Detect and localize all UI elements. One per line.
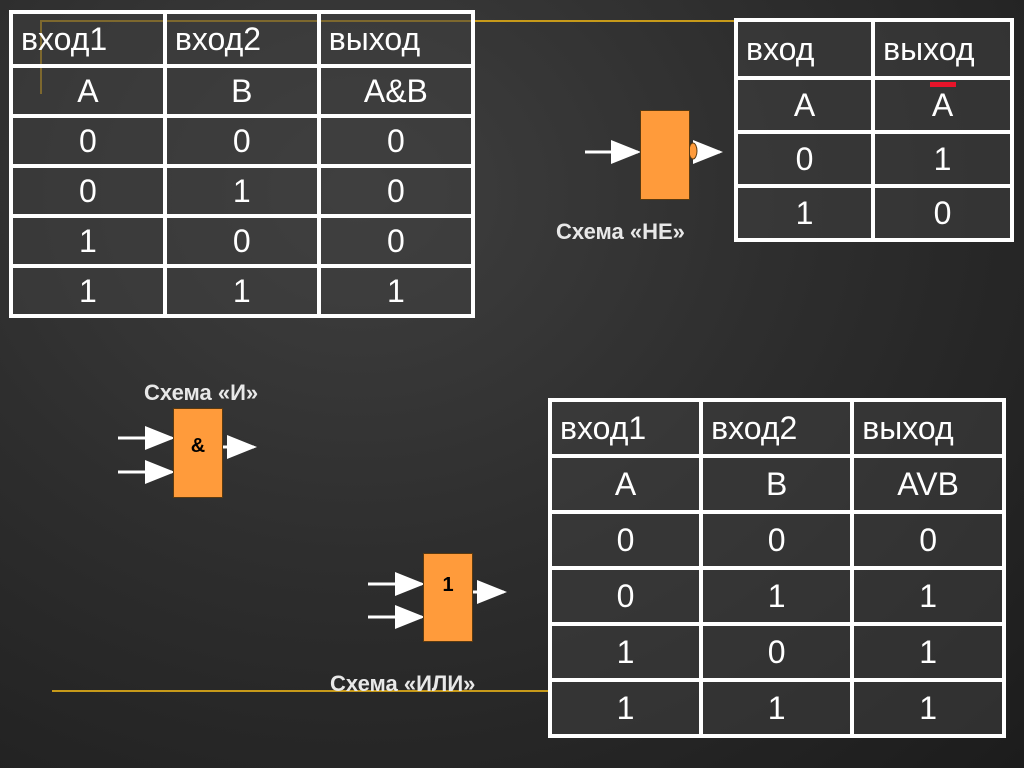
table-cell: A	[9, 64, 167, 118]
table-row: 1 0 0	[9, 214, 476, 268]
table-cell: 1	[162, 164, 321, 218]
table-header-row: вход выход	[733, 18, 1014, 80]
table-cell: 0	[699, 622, 855, 682]
table-cell: 1	[699, 678, 855, 738]
decorative-line-bottom	[52, 690, 552, 692]
table-cell: 0	[162, 214, 321, 268]
table-cell: A	[547, 454, 704, 514]
table-cell: A	[733, 76, 876, 134]
table-cell: 1	[9, 214, 167, 268]
table-header-cell: выход	[871, 18, 1014, 80]
not-truth-table: вход выход A A 0 1 1 0	[733, 18, 1014, 242]
table-cell: 0	[9, 114, 167, 168]
negation-bar	[929, 82, 956, 87]
table-row: 1 0	[733, 184, 1014, 242]
table-row: 0 0 0	[547, 510, 1006, 570]
table-cell: 1	[316, 264, 476, 318]
table-cell: 1	[850, 678, 1006, 738]
decorative-line-top	[40, 20, 965, 22]
table-cell: 1	[162, 264, 321, 318]
table-row: A A	[733, 76, 1014, 134]
table-cell: 0	[850, 510, 1006, 570]
or-truth-table: вход1 вход2 выход A B AVB 0 0 0 0 1 1 1 …	[547, 398, 1006, 738]
table-cell: 0	[316, 114, 476, 168]
table-header-cell: выход	[850, 398, 1006, 458]
table-row: 0 1 0	[9, 164, 476, 218]
table-cell: 0	[316, 164, 476, 218]
or-gate: 1	[423, 553, 473, 642]
table-row: 1 0 1	[547, 622, 1006, 682]
and-truth-table: вход1 вход2 выход A B A&B 0 0 0 0 1 0 1 …	[9, 10, 476, 318]
table-cell: 0	[9, 164, 167, 218]
table-cell: 1	[850, 566, 1006, 626]
table-cell-negated: A	[871, 76, 1014, 134]
table-header-row: вход1 вход2 выход	[547, 398, 1006, 458]
table-cell: 0	[162, 114, 321, 168]
table-header-row: вход1 вход2 выход	[9, 10, 476, 68]
and-gate-caption: Схема «И»	[144, 380, 259, 405]
table-row: 1 1 1	[547, 678, 1006, 738]
table-cell: 0	[316, 214, 476, 268]
table-cell: 1	[9, 264, 167, 318]
not-gate	[640, 110, 690, 200]
table-cell: 0	[699, 510, 855, 570]
table-cell: B	[162, 64, 321, 118]
table-row: 1 1 1	[9, 264, 476, 318]
inversion-bubble	[688, 142, 698, 160]
table-cell: B	[699, 454, 855, 514]
table-header-cell: вход2	[162, 10, 321, 68]
not-gate-caption: Схема «НЕ»	[556, 219, 685, 244]
table-cell: 1	[871, 130, 1014, 188]
table-row: 0 0 0	[9, 114, 476, 168]
table-cell: 1	[547, 678, 704, 738]
table-cell: 0	[547, 566, 704, 626]
table-cell: A&B	[316, 64, 476, 118]
negated-value: A	[931, 86, 954, 123]
table-header-cell: выход	[316, 10, 476, 68]
table-cell: 0	[871, 184, 1014, 242]
table-cell: 1	[547, 622, 704, 682]
table-row: A B AVB	[547, 454, 1006, 514]
table-header-cell: вход1	[547, 398, 704, 458]
table-cell: 1	[699, 566, 855, 626]
table-row: A B A&B	[9, 64, 476, 118]
table-cell: 1	[733, 184, 876, 242]
or-gate-caption: Схема «ИЛИ»	[330, 671, 476, 696]
table-header-cell: вход1	[9, 10, 167, 68]
table-cell: AVB	[850, 454, 1006, 514]
table-row: 0 1 1	[547, 566, 1006, 626]
table-row: 0 1	[733, 130, 1014, 188]
and-gate: &	[173, 408, 223, 498]
and-gate-symbol: &	[190, 435, 206, 457]
or-gate-symbol: 1	[442, 574, 454, 596]
table-cell: 0	[547, 510, 704, 570]
table-cell: 1	[850, 622, 1006, 682]
table-header-cell: вход2	[699, 398, 855, 458]
table-cell: 0	[733, 130, 876, 188]
table-header-cell: вход	[733, 18, 876, 80]
